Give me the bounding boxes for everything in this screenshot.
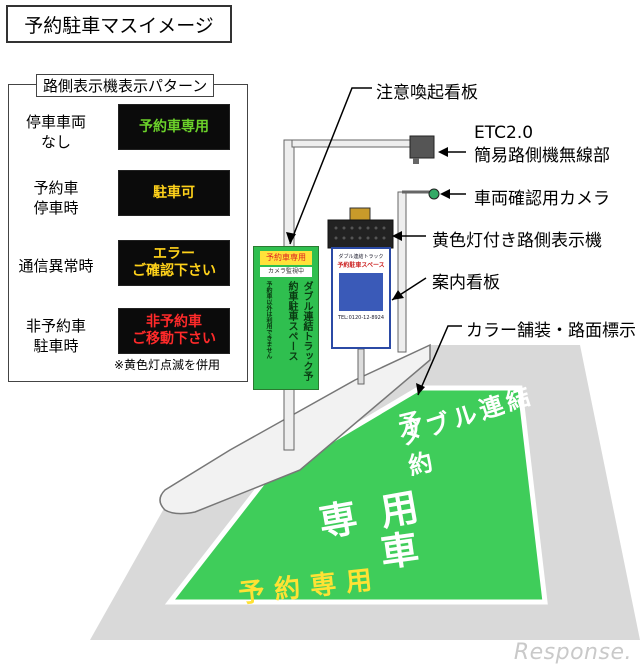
- camera-icon: [428, 188, 440, 200]
- label-pavement: カラー舗装・路面標示: [466, 321, 636, 341]
- label-display-unit: 黄色灯付き路側表示機: [432, 231, 602, 251]
- led-display-error: エラー ご確認下さい: [118, 240, 230, 286]
- legend-title: 路側表示機表示パターン: [36, 74, 215, 97]
- yellow-lamp-icon: [349, 207, 371, 221]
- guide-sign-map: [339, 273, 383, 311]
- marking-text-car: 車: [377, 526, 422, 576]
- label-etc: ETC2.0 簡易路側機無線部: [474, 123, 610, 166]
- response-watermark: Response.: [513, 640, 632, 665]
- roadside-display-unit: [327, 219, 394, 249]
- pole-arm: [291, 139, 418, 148]
- led-display-parking-ok: 駐車可: [118, 170, 230, 216]
- led-display-reserved: 予約車専用: [118, 104, 230, 150]
- label-camera: 車両確認用カメラ: [474, 189, 610, 209]
- legend-row-label-1: 停車車両 なし: [25, 113, 86, 151]
- caution-sign: 予約車専用 カメラ監視中 ダブル連結トラック予約車駐車スペース 予約車以外は利用…: [253, 246, 319, 390]
- label-guide-sign: 案内看板: [432, 273, 500, 293]
- page-title: 予約駐車マスイメージ: [6, 5, 232, 43]
- label-caution-sign: 注意喚起看板: [376, 83, 478, 103]
- guide-sign: ダブル連結トラック 予約駐車スペース TEL:0120-12-8924: [331, 247, 391, 349]
- legend-row-label-2: 予約車 停車時: [33, 179, 79, 217]
- curb-island: [159, 343, 431, 515]
- legend-note: ※黄色灯点滅を併用: [114, 358, 221, 372]
- leader-pavement: [417, 325, 462, 396]
- etc-unit-icon: [409, 135, 435, 159]
- led-display-non-reserved: 非予約車 ご移動下さい: [118, 308, 230, 354]
- legend-row-label-3: 通信異常時: [18, 257, 94, 275]
- legend-row-label-4: 非予約車 駐車時: [25, 317, 86, 355]
- leader-caution-sign: [289, 87, 372, 245]
- short-pole: [397, 191, 407, 353]
